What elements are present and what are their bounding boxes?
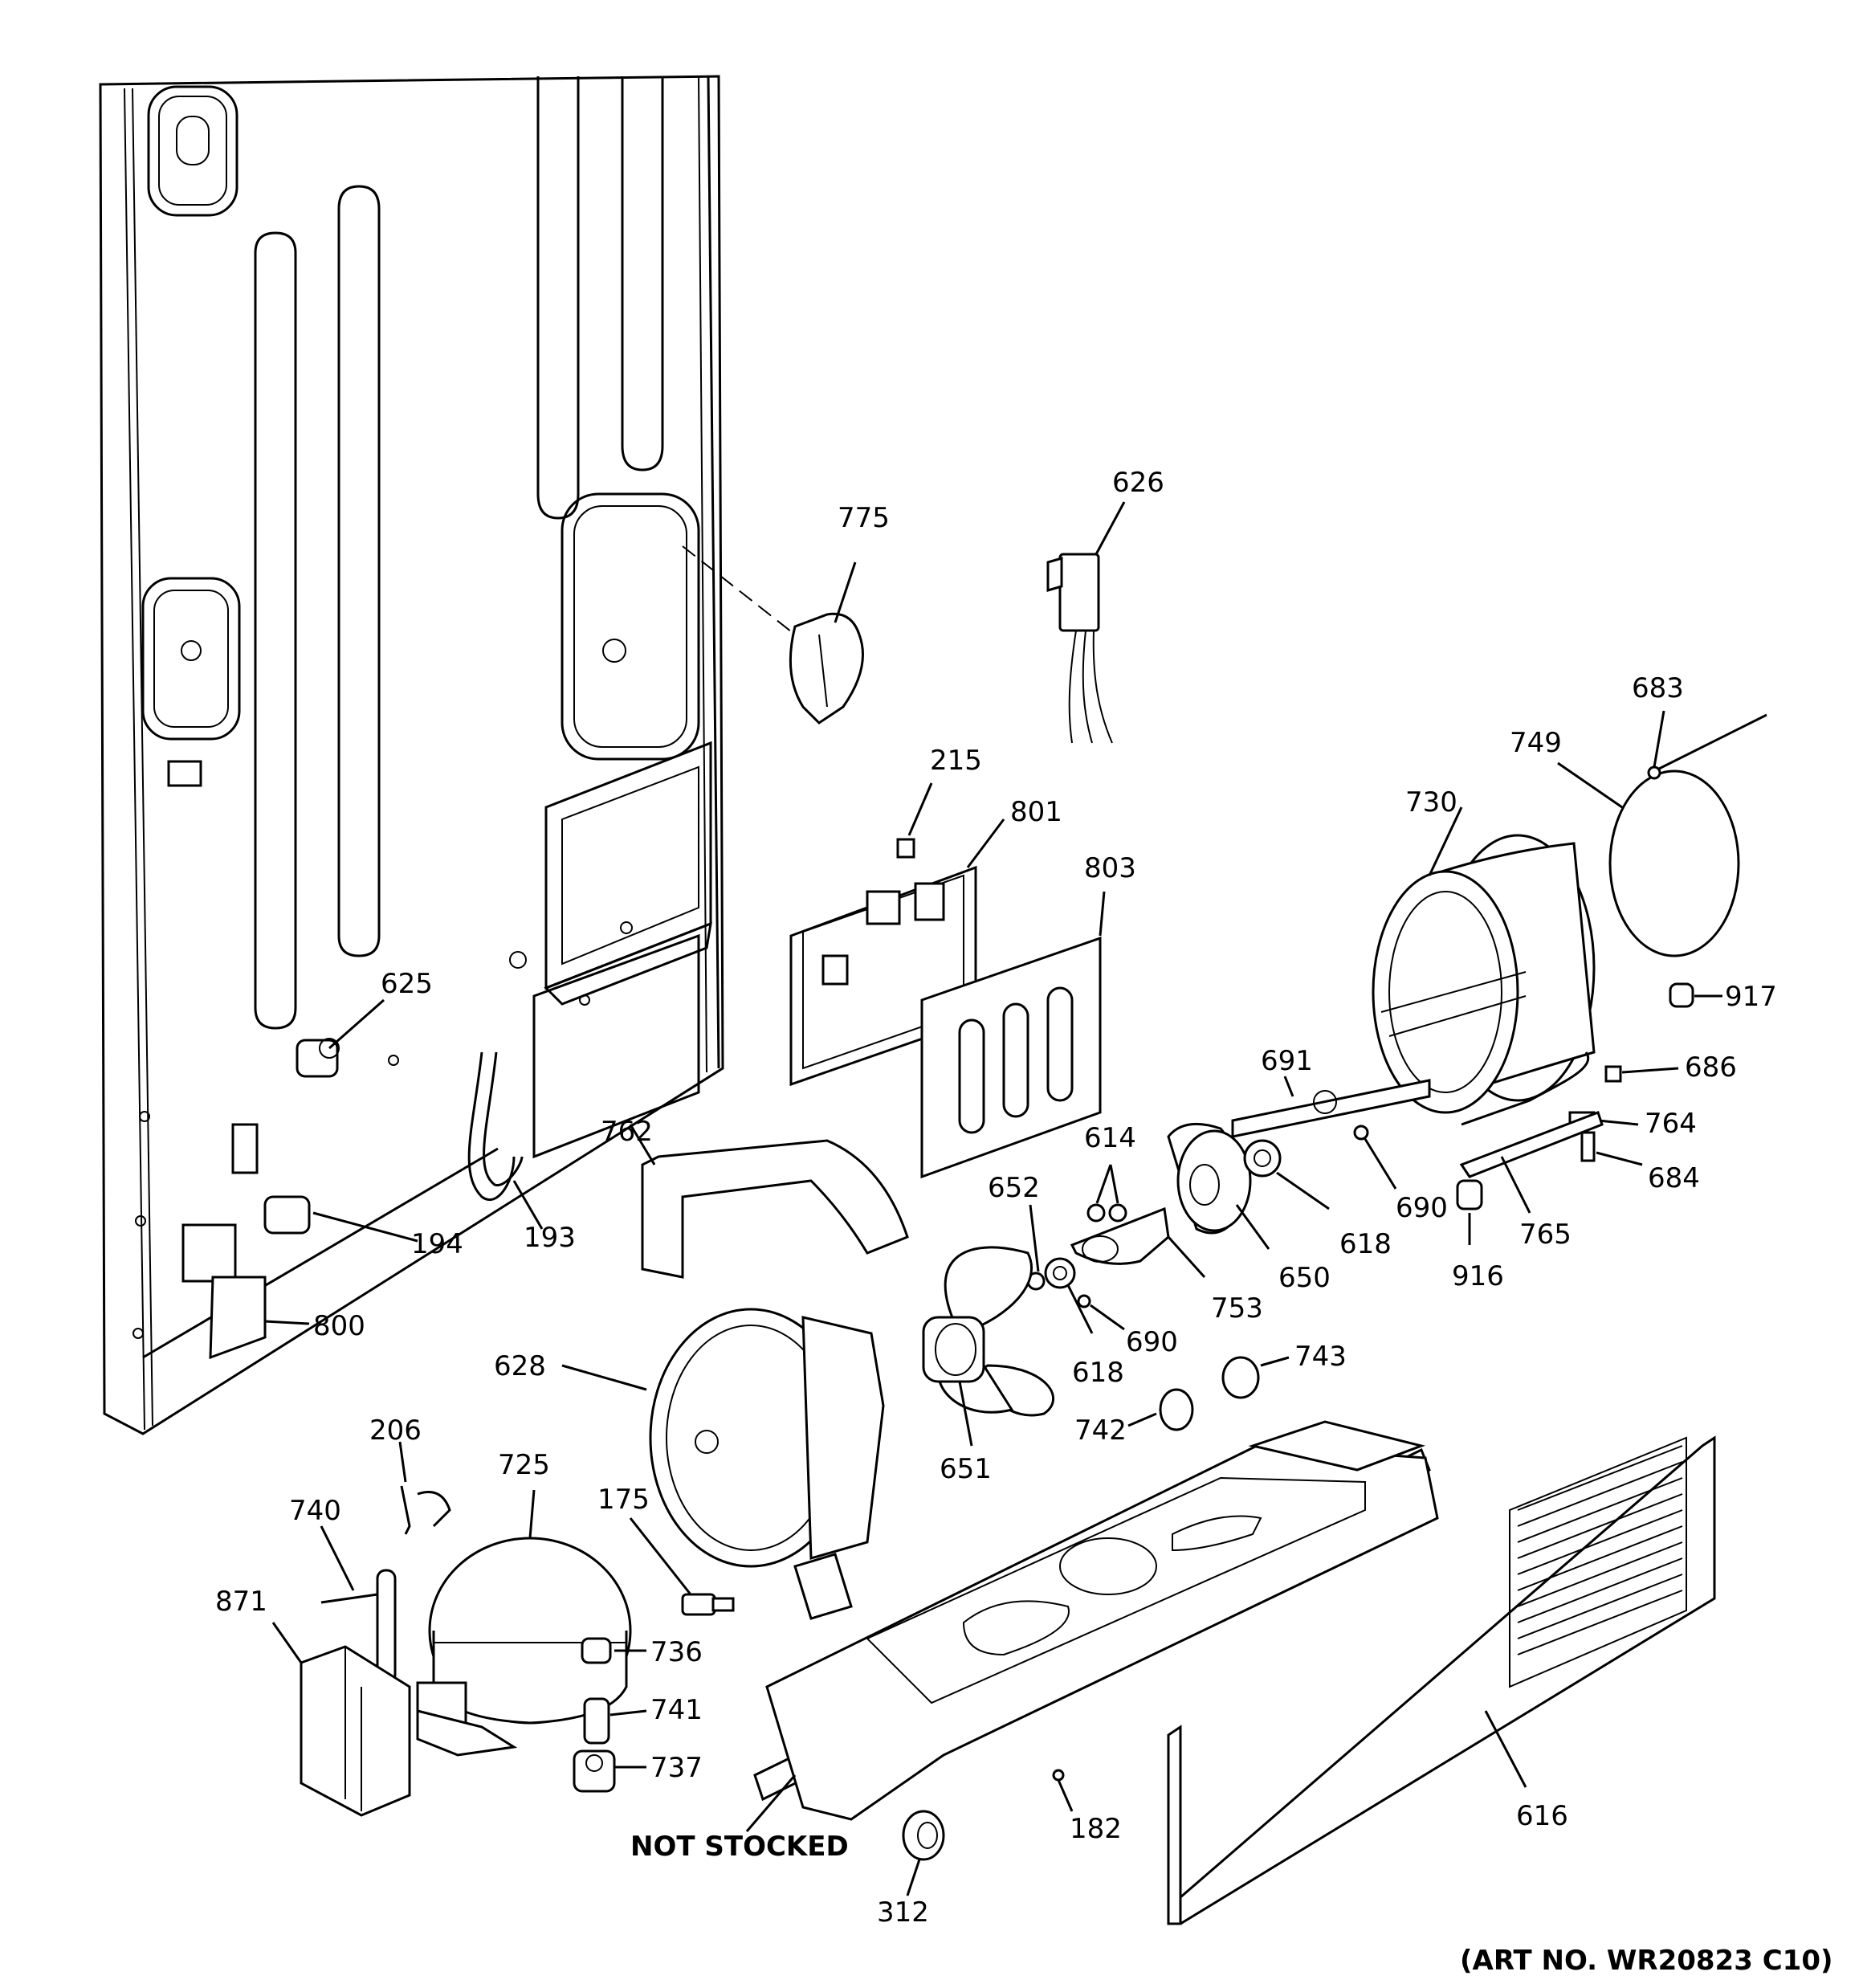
part-690b-screw [1077, 1294, 1125, 1331]
part-690a-screw [1353, 1125, 1397, 1190]
part-800-bracket [181, 1123, 310, 1360]
part-765-bracket [1459, 1111, 1604, 1214]
part-730-condenser-coil [1372, 806, 1596, 1126]
label-206: 206 [369, 1414, 422, 1447]
part-215-screw [896, 782, 933, 859]
art-number: (ART NO. WR20823 C10) [1460, 1945, 1833, 1977]
label-737: 737 [650, 1752, 703, 1784]
label-749: 749 [1510, 727, 1562, 759]
label-690b: 690 [1126, 1326, 1178, 1358]
part-175-bolt [629, 1517, 735, 1616]
part-775-bracket [682, 545, 864, 725]
label-742: 742 [1074, 1414, 1127, 1447]
label-691: 691 [1261, 1045, 1313, 1077]
part-182-screw [1052, 1769, 1074, 1812]
part-740-drier [320, 1525, 397, 1684]
label-614: 614 [1084, 1122, 1136, 1154]
label-871: 871 [215, 1586, 267, 1618]
part-753-bracket [1070, 1206, 1206, 1279]
not-stocked-note: NOT STOCKED [630, 1831, 849, 1863]
label-800: 800 [313, 1310, 365, 1342]
part-628-fan-shroud [561, 1308, 885, 1620]
label-182: 182 [1070, 1813, 1122, 1845]
cabinet-back-panel [99, 75, 724, 1435]
label-740: 740 [289, 1495, 341, 1527]
part-803-cover [920, 891, 1106, 1179]
part-616-grille [1167, 1435, 1716, 1925]
part-650-fan-motor [1167, 1122, 1270, 1250]
part-762-duct [629, 1124, 909, 1279]
part-625-clamp [296, 998, 385, 1078]
label-194: 194 [411, 1228, 463, 1260]
part-686-screw [1604, 1065, 1679, 1083]
label-312: 312 [877, 1896, 929, 1929]
label-650: 650 [1278, 1262, 1331, 1294]
part-651-fan-blade [922, 1246, 1054, 1447]
part-736-grommet [581, 1637, 646, 1664]
label-616: 616 [1516, 1800, 1568, 1832]
label-625: 625 [381, 968, 433, 1000]
part-614-grommets [1086, 1164, 1127, 1223]
part-917-foot [1669, 982, 1722, 1008]
part-194-clamp [263, 1195, 418, 1243]
label-626: 626 [1112, 467, 1164, 499]
label-917: 917 [1725, 981, 1777, 1013]
label-803: 803 [1084, 852, 1136, 884]
label-765: 765 [1519, 1219, 1572, 1251]
label-684: 684 [1648, 1162, 1700, 1194]
label-775: 775 [838, 502, 890, 534]
label-651: 651 [940, 1453, 992, 1485]
parts-742-743-feet [1127, 1356, 1290, 1431]
part-618b-grommet [1044, 1257, 1094, 1334]
label-725: 725 [498, 1449, 550, 1481]
label-628: 628 [494, 1350, 546, 1382]
part-691-bracket [1231, 1076, 1431, 1138]
label-764: 764 [1645, 1108, 1697, 1140]
part-labels: 626 775 683 749 215 801 730 803 917 625 … [215, 467, 1833, 1977]
label-801: 801 [1010, 796, 1062, 828]
label-618b: 618 [1072, 1357, 1124, 1389]
label-683: 683 [1632, 672, 1684, 704]
label-690a: 690 [1396, 1192, 1448, 1224]
label-618a: 618 [1339, 1228, 1392, 1260]
label-736: 736 [650, 1636, 703, 1668]
part-749-cover-disc [1557, 761, 1740, 957]
part-871-inverter [271, 1622, 411, 1817]
part-626-plug [1046, 501, 1126, 744]
part-312-wheel [902, 1810, 945, 1896]
part-618a-grommet [1243, 1139, 1330, 1210]
base-pan [745, 1420, 1439, 1832]
label-215: 215 [930, 745, 982, 777]
label-175: 175 [597, 1484, 650, 1516]
label-753: 753 [1211, 1292, 1263, 1325]
part-725-compressor [416, 1489, 632, 1757]
label-743: 743 [1294, 1341, 1347, 1373]
label-730: 730 [1405, 786, 1457, 818]
part-737-foot [573, 1749, 646, 1793]
label-741: 741 [650, 1694, 703, 1726]
label-916: 916 [1452, 1260, 1504, 1292]
part-193-tube [467, 1051, 544, 1230]
label-686: 686 [1685, 1051, 1737, 1084]
part-741-sleeve [583, 1697, 647, 1745]
label-652: 652 [988, 1172, 1040, 1204]
part-683-rod [1647, 710, 1767, 780]
part-684-screw [1580, 1131, 1643, 1166]
part-916-foot [1456, 1179, 1483, 1245]
label-193: 193 [524, 1222, 576, 1254]
label-762: 762 [601, 1116, 653, 1148]
part-206-clip [398, 1441, 451, 1535]
